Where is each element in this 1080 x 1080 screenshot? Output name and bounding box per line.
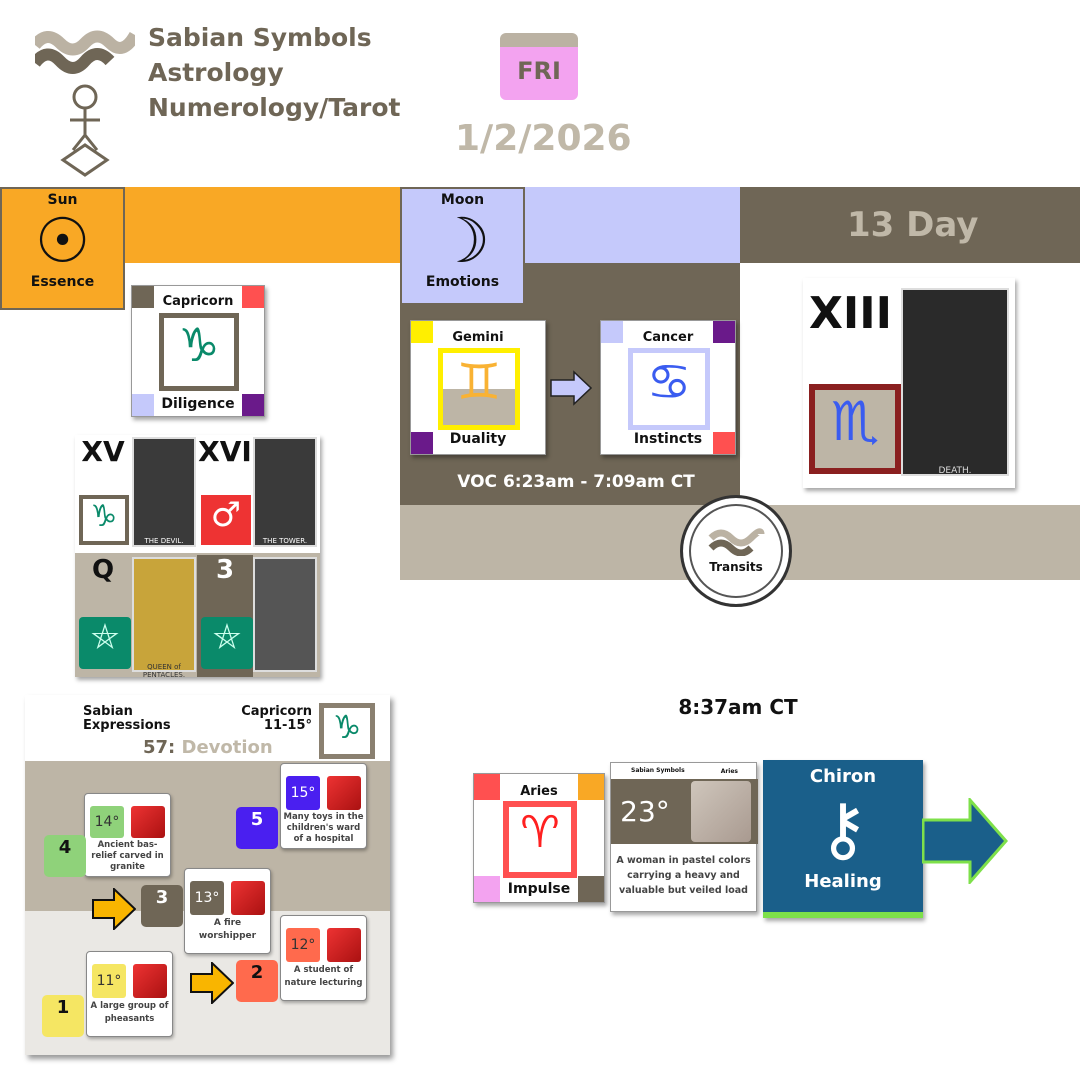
- date: 1/2/2026: [455, 118, 632, 159]
- capricorn-icon: ♑: [159, 313, 239, 391]
- sun-label: Sun: [47, 192, 78, 208]
- capricorn-icon: ♑: [319, 703, 375, 759]
- day-tarot-card: XIII ♏ DEATH.: [803, 278, 1015, 488]
- sabian-degree-card: Sabian Symbols Aries 23° A woman in past…: [610, 762, 758, 912]
- panel-title: Expressions: [83, 718, 171, 733]
- transits-label: Transits: [709, 560, 763, 574]
- voc-text: VOC 6:23am - 7:09am CT: [457, 472, 695, 492]
- transits-button[interactable]: Transits: [680, 495, 792, 607]
- sabian-text: A student of nature lecturing: [284, 965, 363, 988]
- number-badge: 5: [236, 807, 278, 849]
- sign-keyword: Instincts: [633, 431, 703, 447]
- sabian-card: 12° A student of nature lecturing: [280, 915, 367, 1001]
- brand-label: Sabian Symbols: [631, 767, 685, 774]
- sun-box: Sun ☉ Essence: [0, 187, 125, 310]
- mars-icon: ♂: [201, 495, 251, 545]
- tarot-card-devil: THE DEVIL.: [132, 437, 196, 547]
- chiron-icon: ⚷: [817, 788, 869, 870]
- panel-sign: Capricorn: [241, 704, 312, 719]
- number-badge: 2: [236, 960, 278, 1002]
- card-sign: Aries: [720, 768, 738, 775]
- panel-title: Sabian: [83, 704, 133, 719]
- arrow-right-icon: [92, 886, 137, 934]
- sun-sign-card: Capricorn ♑ Diligence: [131, 285, 265, 417]
- pentacle-icon: ⛤: [201, 617, 253, 669]
- sign-name: Cancer: [642, 330, 694, 345]
- logo-icon: [708, 528, 765, 557]
- moon-icon: ☽: [434, 204, 491, 277]
- sun-icon: ☉: [34, 204, 91, 277]
- tarot-card-tower: THE TOWER.: [253, 437, 317, 547]
- sabian-text: A woman in pastel colors carrying a heav…: [616, 855, 751, 896]
- sign-name: Aries: [520, 784, 558, 799]
- moon-label: Moon: [440, 192, 485, 208]
- sabian-text: A fire worshipper: [198, 918, 257, 941]
- calendar-icon: FRI: [500, 33, 578, 100]
- tarot-card-queen-pentacles: QUEEN of PENTACLES.: [132, 557, 196, 679]
- chiron-caption: Healing: [804, 871, 882, 892]
- tarot-rank: 3: [215, 555, 235, 585]
- day-roman: XIII: [809, 288, 893, 339]
- degree: 13°: [190, 881, 224, 915]
- aries-icon: ♈: [503, 801, 577, 878]
- arrow-right-icon: [550, 370, 593, 406]
- aries-card: Aries ♈ Impulse: [473, 773, 605, 903]
- sabian-text: Ancient bas-relief carved in granite: [91, 840, 164, 872]
- sabian-card: 14°Ancient bas-relief carved in granite: [84, 793, 171, 877]
- day-label: 13 Day: [847, 205, 979, 245]
- pentacle-icon: ⛤: [79, 617, 131, 669]
- arrow-right-icon: [921, 796, 1008, 888]
- cancer-icon: ♋: [628, 348, 710, 430]
- title-line: Numerology/Tarot: [148, 93, 401, 122]
- tarot-rank: Q: [91, 555, 115, 585]
- symbol-image: [691, 781, 751, 842]
- sun-caption: Essence: [30, 274, 95, 290]
- panel-range: 11-15°: [263, 718, 312, 733]
- moon-box: Moon ☽ Emotions: [400, 187, 525, 305]
- capricorn-icon: ♑: [79, 495, 129, 545]
- sign-keyword: Diligence: [161, 396, 235, 412]
- arrow-right-icon: [190, 960, 235, 1008]
- tarot-panel: XV ♑ THE DEVIL. XVI ♂ THE TOWER. Q ⛤ QUE…: [75, 435, 320, 679]
- sign-name: Capricorn: [162, 294, 234, 309]
- sabian-text: A large group of pheasants: [90, 1001, 169, 1024]
- degree: 11°: [92, 964, 126, 998]
- expression-number: 57:: [143, 737, 176, 758]
- weekday: FRI: [517, 57, 561, 85]
- tarot-numeral: XV: [81, 435, 125, 468]
- moon-caption: Emotions: [425, 274, 500, 290]
- title-line: Astrology: [148, 58, 284, 87]
- number-badge: 1: [42, 995, 84, 1037]
- transit-time: 8:37am CT: [678, 695, 798, 719]
- sabian-text: Many toys in the children's ward of a ho…: [283, 812, 364, 844]
- tarot-card-death: DEATH.: [901, 288, 1009, 476]
- moon-to-card: Cancer ♋ Instincts: [600, 320, 736, 455]
- degree: 15°: [286, 776, 320, 810]
- sabian-card: 13° A fire worshipper: [184, 868, 271, 954]
- number-badge: 4: [44, 835, 86, 877]
- chiron-box: Chiron ⚷ Healing: [763, 760, 923, 918]
- title-line: Sabian Symbols: [148, 23, 372, 52]
- sign-name: Gemini: [452, 330, 504, 345]
- gemini-icon: ♊: [438, 348, 520, 430]
- degree: 14°: [90, 806, 124, 838]
- logo: [30, 25, 141, 185]
- sign-keyword: Duality: [449, 431, 507, 447]
- moon-from-card: Gemini ♊ Duality: [410, 320, 546, 455]
- degree: 12°: [286, 928, 320, 962]
- expression-theme: Devotion: [181, 737, 273, 758]
- tarot-numeral: XVI: [198, 435, 252, 468]
- number-badge: 3: [141, 885, 183, 927]
- sign-keyword: Impulse: [507, 881, 571, 897]
- sabian-card: 11° A large group of pheasants: [86, 951, 173, 1037]
- chiron-label: Chiron: [809, 766, 877, 787]
- scorpio-icon: ♏: [809, 384, 901, 474]
- sabian-card: 15°Many toys in the children's ward of a…: [280, 763, 367, 849]
- tarot-card-three-pentacles: [253, 557, 317, 672]
- degree: 23°: [620, 795, 670, 828]
